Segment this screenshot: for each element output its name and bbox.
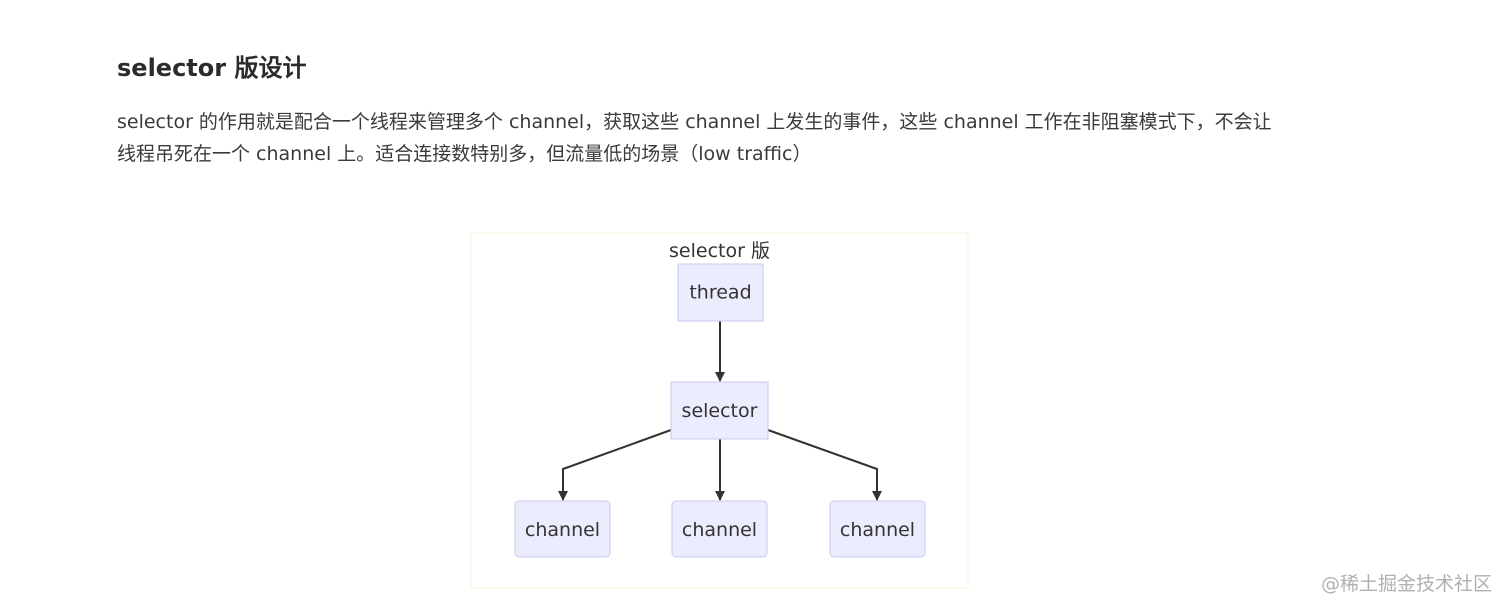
node-channel-2-label: channel [682, 519, 757, 541]
section-title: selector 版设计 [117, 54, 307, 82]
edge-selector-to-channel-3 [767, 429, 882, 501]
node-channel-3[interactable]: channel [829, 500, 926, 558]
node-thread-label: thread [689, 282, 751, 304]
node-channel-3-label: channel [840, 519, 915, 541]
node-channel-1-label: channel [525, 519, 600, 541]
diagram-group-title: selector 版 [669, 240, 770, 262]
node-thread[interactable]: thread [677, 263, 764, 322]
node-channel-1[interactable]: channel [514, 500, 611, 558]
edge-selector-to-channel-1 [558, 429, 672, 501]
node-selector[interactable]: selector [670, 381, 769, 440]
section-paragraph: selector 的作用就是配合一个线程来管理多个 channel，获取这些 c… [117, 106, 1317, 170]
paragraph-line-2: 线程吊死在一个 channel 上。适合连接数特别多，但流量低的场景（low t… [117, 143, 812, 165]
node-selector-label: selector [682, 400, 758, 422]
watermark: @稀土掘金技术社区 [1320, 573, 1492, 595]
paragraph-line-1: selector 的作用就是配合一个线程来管理多个 channel，获取这些 c… [117, 111, 1272, 133]
node-channel-2[interactable]: channel [671, 500, 768, 558]
